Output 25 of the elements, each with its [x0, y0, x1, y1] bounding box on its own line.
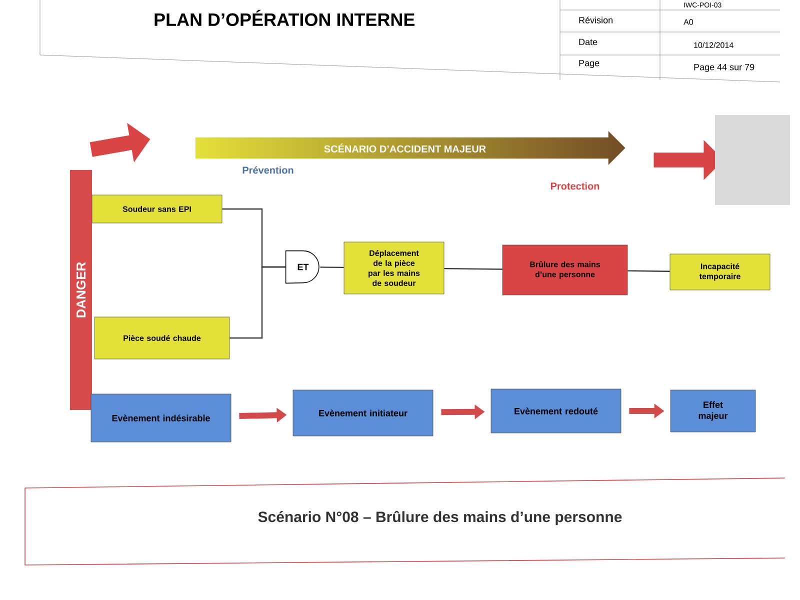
event-box: Soudeur sans EPI: [92, 194, 222, 224]
document-title: PLAN D’OPÉRATION INTERNE: [154, 10, 414, 26]
event-box: Incapacité temporaire: [670, 254, 770, 290]
phase-label: Prévention: [242, 166, 294, 174]
table-cell: Révision: [579, 16, 612, 24]
table-cell: Date: [579, 38, 598, 46]
scenario-arrow: SCÉNARIO D’ACCIDENT MAJEUR: [324, 144, 486, 152]
table-cell: Page 44 sur 79: [694, 64, 754, 72]
table-cell: A0: [684, 19, 694, 25]
event-box: Brûlure des mains d’une personne: [502, 244, 628, 296]
table-cell: Page: [579, 60, 600, 68]
stage-box: Effet majeur: [670, 390, 756, 432]
connector-line: [320, 266, 344, 268]
caption: Scénario N°08 – Brûlure des mains d’une personne: [258, 510, 622, 526]
connector-line: [230, 266, 286, 339]
stage-box: Evènement initiateur: [292, 390, 434, 436]
event-box: Pièce soudé chaude: [94, 316, 230, 360]
stage-box: Evènement redouté: [490, 388, 622, 434]
connector-line: [628, 270, 670, 272]
table-cell: 10/12/2014: [694, 42, 734, 48]
stage-box: Evènement indésirable: [90, 394, 232, 442]
phase-label: Protection: [550, 182, 600, 190]
connector-line: [444, 268, 502, 270]
danger-band: DANGER: [70, 170, 92, 410]
event-box: Déplacement de la pièce par les mains de soudeur: [344, 242, 444, 294]
